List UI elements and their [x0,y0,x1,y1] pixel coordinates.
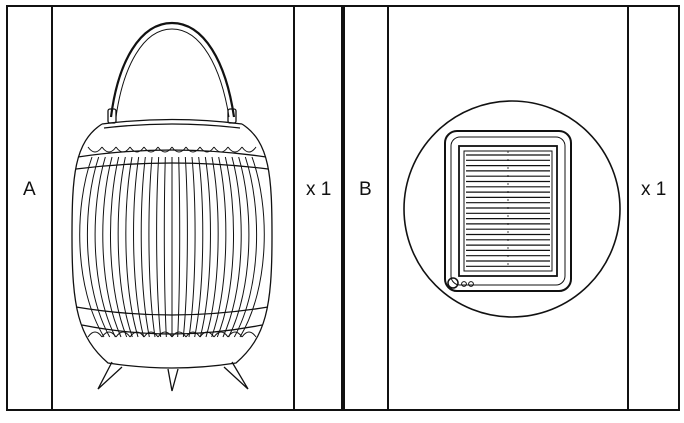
part-quantity-b: x 1 [641,179,667,200]
part-b-panel: B x 1 [343,5,680,411]
divider [627,7,629,409]
part-quantity-a: x 1 [306,179,332,200]
part-letter-b: B [359,179,372,200]
solar-panel-icon [403,100,621,318]
part-a-panel: A x 1 [6,5,343,411]
rattan-lantern-icon [71,21,273,392]
divider [51,7,53,409]
divider [293,7,295,409]
divider [387,7,389,409]
part-letter-a: A [23,179,36,200]
